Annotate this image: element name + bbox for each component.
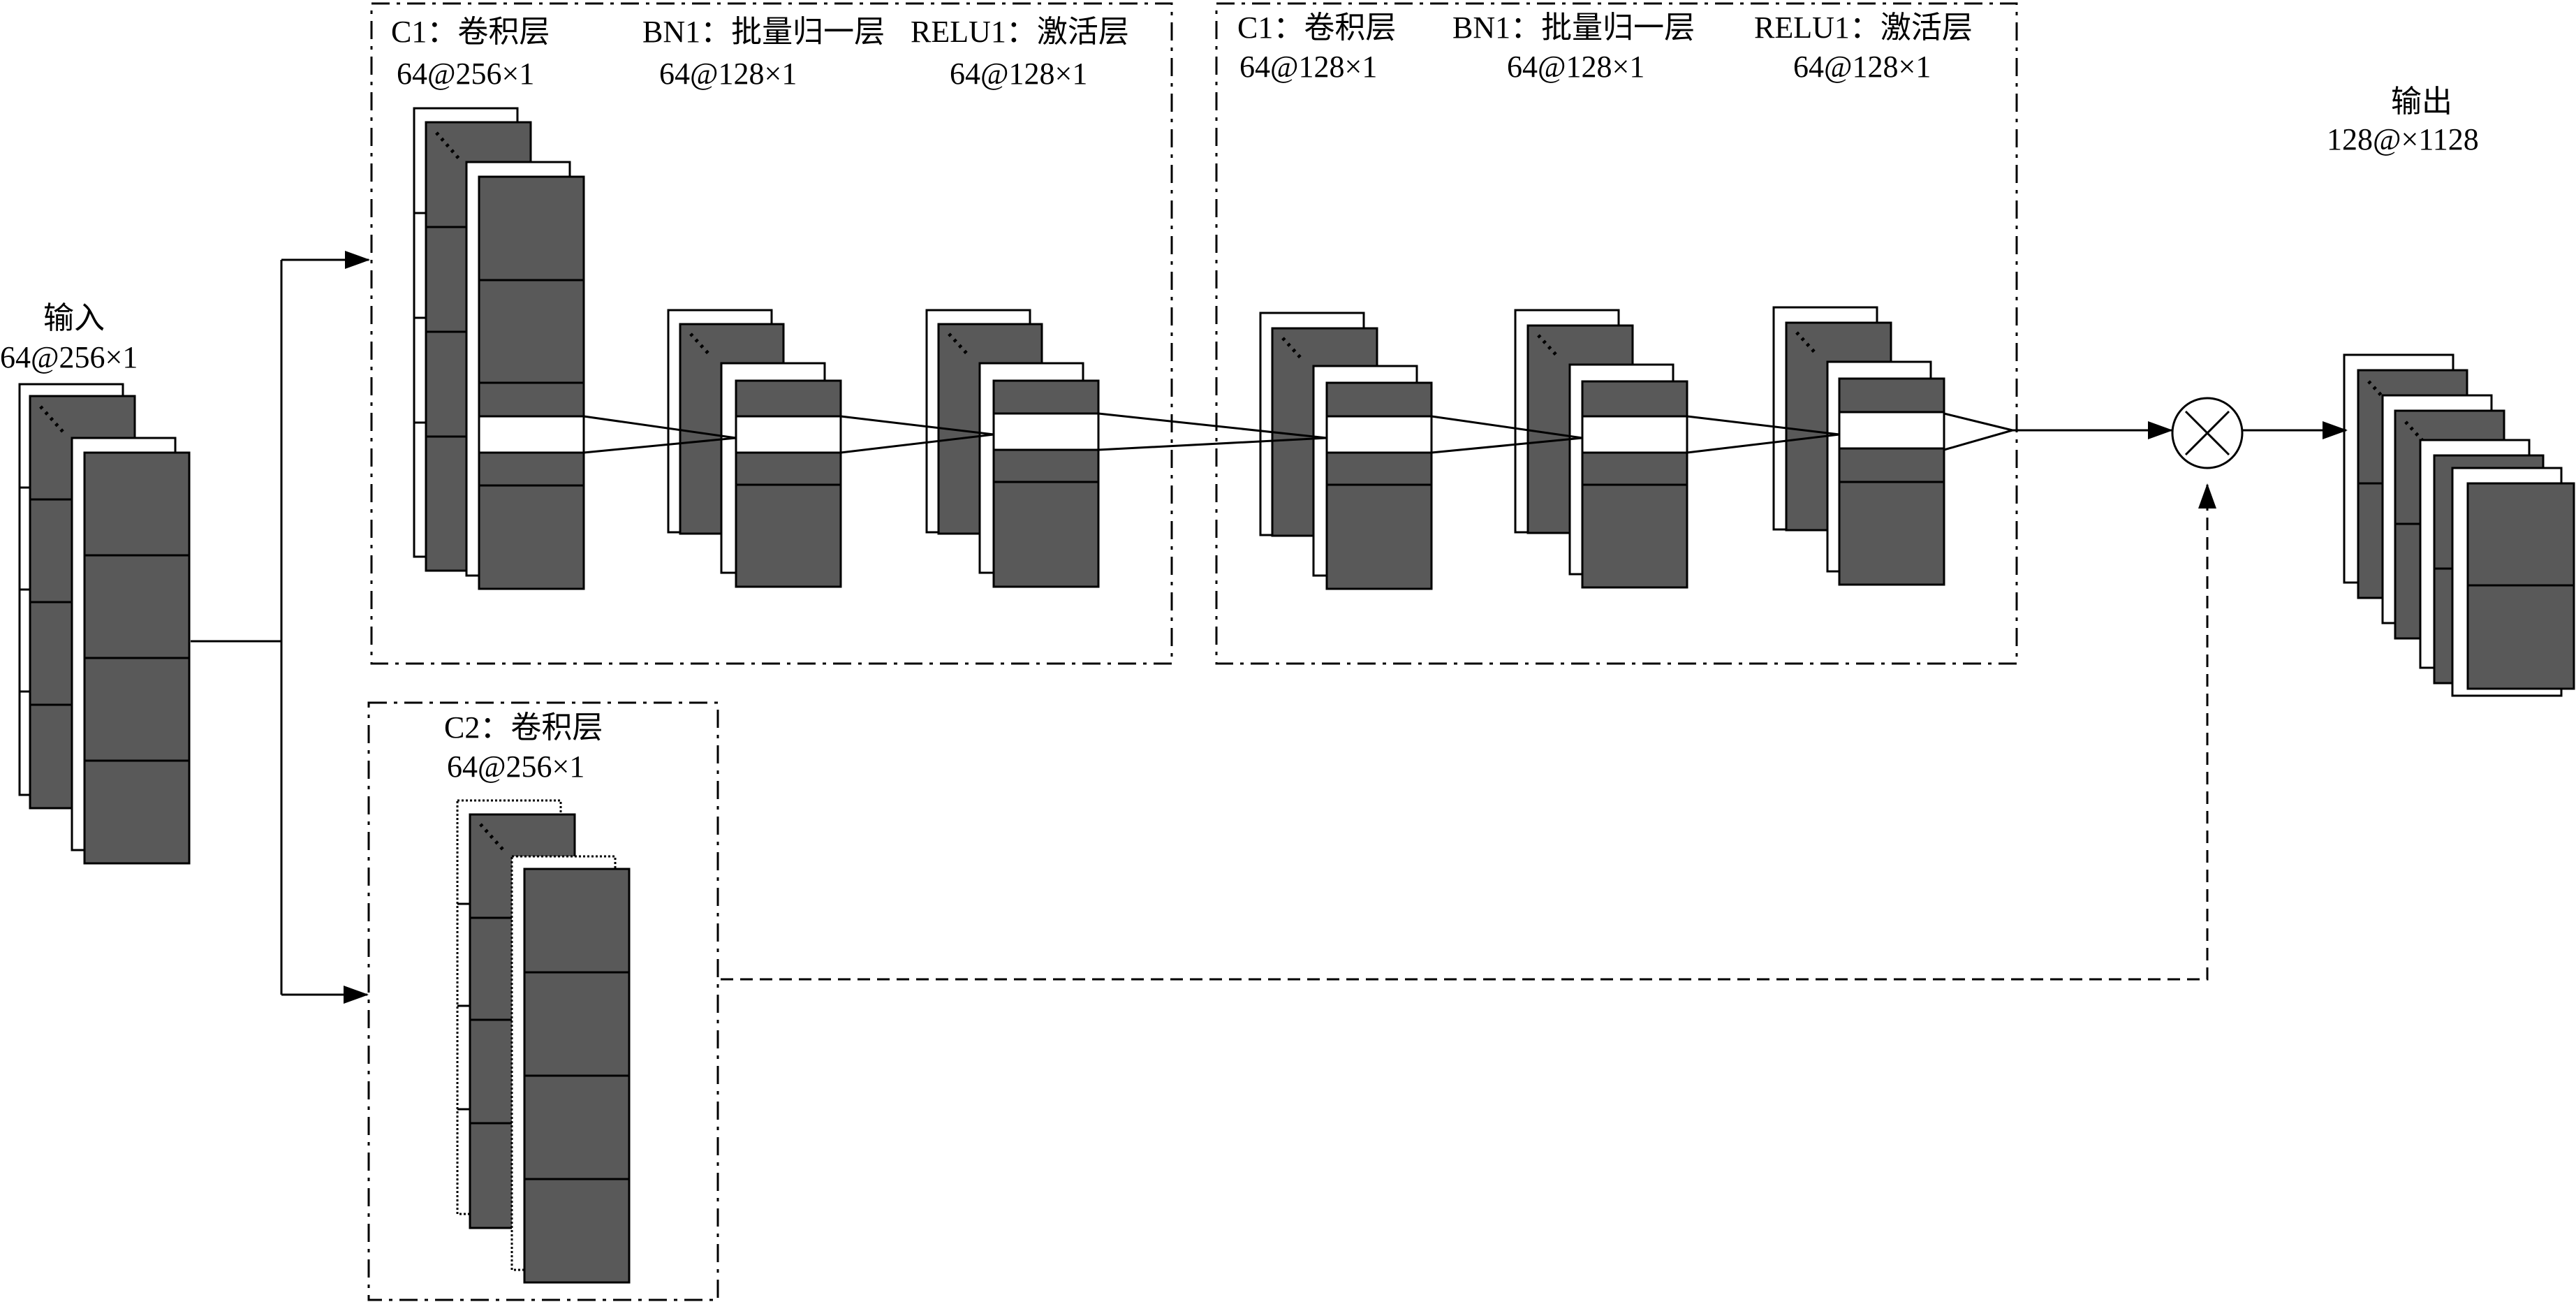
projection-6 — [1098, 437, 1327, 451]
input-dims: 64@256×1 — [0, 340, 138, 374]
connectors — [191, 251, 2348, 1004]
shortcut-conv-name: C2：卷积层 — [444, 710, 603, 745]
projection-12 — [1943, 429, 2013, 451]
block1-conv-stack — [413, 107, 585, 590]
block1-frame — [370, 2, 1173, 665]
shortcut-dashed-path — [721, 483, 2216, 981]
projection-9 — [1686, 415, 1840, 436]
block2-conv-stack — [1259, 312, 1433, 590]
block2-conv-name: C1：卷积层 — [1237, 10, 1397, 45]
output-title: 输出 — [2391, 85, 2452, 119]
block2-relu-name: RELU1：激活层 — [1754, 10, 1973, 45]
projection-7 — [1431, 415, 1583, 439]
projection-2 — [583, 437, 737, 454]
block1-bn-stack — [667, 309, 842, 588]
projection-1 — [583, 415, 737, 439]
output-feature-stack — [2343, 353, 2575, 697]
projection-3 — [840, 415, 994, 436]
input-title: 输入 — [43, 301, 105, 335]
block2-frame — [1215, 2, 2018, 665]
block2-conv-dims: 64@128×1 — [1239, 50, 1378, 84]
block2-bn-name: BN1：批量归一层 — [1452, 10, 1695, 45]
block2-relu-stack — [1772, 306, 1945, 586]
block1-relu-dims: 64@128×1 — [950, 57, 1088, 91]
projection-11 — [1943, 412, 2013, 432]
multiply-icon — [2171, 397, 2244, 469]
block1-bn-name: BN1：批量归一层 — [642, 15, 885, 49]
input-feature-stack — [18, 383, 191, 865]
shortcut-frame — [367, 701, 719, 1301]
block2-relu-dims: 64@128×1 — [1793, 50, 1931, 84]
projection-10 — [1686, 433, 1840, 454]
block1-relu-stack — [925, 309, 1100, 588]
output-dims: 128@×1128 — [2327, 122, 2479, 156]
shortcut-conv-dims: 64@256×1 — [447, 749, 585, 784]
block1-conv-name: C1：卷积层 — [391, 15, 550, 49]
block2-bn-dims: 64@128×1 — [1507, 50, 1645, 84]
block2-bn-stack — [1514, 309, 1688, 589]
block1-relu-name: RELU1：激活层 — [911, 15, 1129, 49]
block1-bn-dims: 64@128×1 — [659, 57, 797, 91]
projection-5 — [1098, 412, 1327, 439]
block1-conv-dims: 64@256×1 — [397, 57, 535, 91]
projection-4 — [840, 433, 994, 454]
projection-8 — [1431, 437, 1583, 454]
shortcut-conv-stack — [456, 799, 631, 1284]
